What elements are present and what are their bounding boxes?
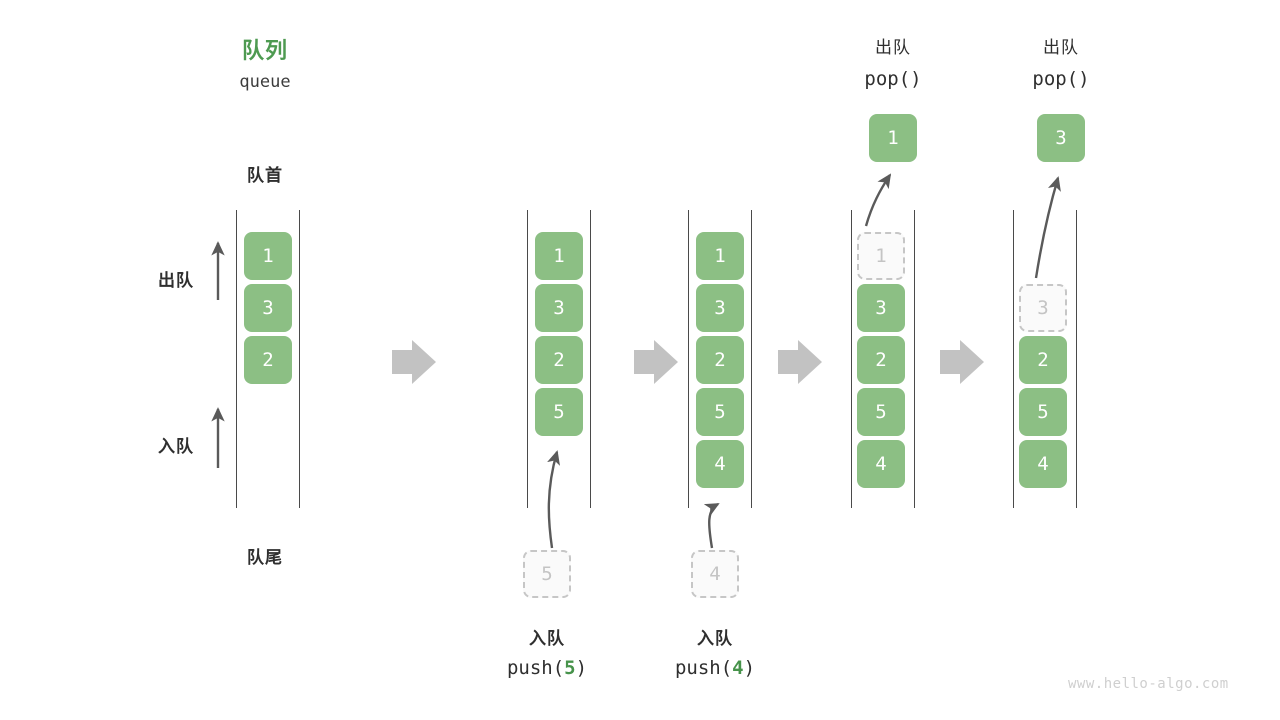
caption-dequeue-cn-1: 出队 — [875, 38, 911, 58]
queue-rail-left-4 — [851, 210, 853, 508]
queue-rail-left-5 — [1013, 210, 1015, 508]
queue-node: 5 — [857, 388, 905, 436]
caption-enqueue-cn-1: 入队 — [529, 629, 565, 649]
caption-enqueue-code-1: push(5) — [487, 657, 607, 679]
code-suffix: ) — [743, 657, 756, 679]
queue-node: 5 — [1019, 388, 1067, 436]
watermark: www.hello-algo.com — [1068, 676, 1229, 692]
queue-rail-left-2 — [527, 210, 529, 508]
code-arg: 5 — [564, 657, 576, 679]
caption-dequeue-code-2: pop() — [1032, 68, 1090, 90]
pop-arrow-icon — [1034, 176, 1061, 279]
label-queue-rear: 队尾 — [247, 548, 283, 568]
label-dequeue-direction: 出队 — [158, 271, 194, 291]
caption-dequeue-cn-2: 出队 — [1043, 38, 1079, 58]
push-arrow-icon — [703, 502, 720, 549]
queue-rail-right-4 — [914, 210, 916, 508]
queue-node-new: 4 — [696, 440, 744, 488]
step-transition-arrow-icon — [392, 340, 436, 384]
queue-node: 3 — [857, 284, 905, 332]
queue-node-removed: 3 — [1019, 284, 1067, 332]
queue-node-removed: 1 — [857, 232, 905, 280]
queue-node: 2 — [244, 336, 292, 384]
step-transition-arrow-icon — [778, 340, 822, 384]
code-prefix: push( — [506, 657, 565, 679]
queue-node: 1 — [244, 232, 292, 280]
queue-node: 2 — [696, 336, 744, 384]
label-queue-front: 队首 — [247, 166, 283, 186]
queue-rail-right-3 — [751, 210, 753, 508]
diagram-title-cn: 队列 — [241, 39, 288, 64]
caption-enqueue-cn-2: 入队 — [697, 629, 733, 649]
queue-rail-right-5 — [1076, 210, 1078, 508]
push-arrow-icon — [547, 450, 560, 549]
queue-rail-left-3 — [688, 210, 690, 508]
queue-node: 3 — [696, 284, 744, 332]
queue-rail-right-1 — [299, 210, 301, 508]
incoming-value-ghost: 5 — [523, 550, 571, 598]
queue-node: 1 — [696, 232, 744, 280]
queue-node: 4 — [1019, 440, 1067, 488]
popped-value-node: 3 — [1037, 114, 1085, 162]
caption-dequeue-code-1: pop() — [864, 68, 922, 90]
step-transition-arrow-icon — [940, 340, 984, 384]
queue-node: 3 — [244, 284, 292, 332]
queue-node: 1 — [535, 232, 583, 280]
queue-node: 2 — [535, 336, 583, 384]
pop-arrow-icon — [864, 173, 892, 227]
queue-node: 4 — [857, 440, 905, 488]
queue-node: 2 — [1019, 336, 1067, 384]
queue-rail-right-2 — [590, 210, 592, 508]
code-prefix: push( — [674, 657, 733, 679]
code-arg: 4 — [732, 657, 744, 679]
queue-node-new: 5 — [535, 388, 583, 436]
incoming-value-ghost: 4 — [691, 550, 739, 598]
code-suffix: ) — [575, 657, 588, 679]
caption-enqueue-code-2: push(4) — [655, 657, 775, 679]
queue-node: 3 — [535, 284, 583, 332]
popped-value-node: 1 — [869, 114, 917, 162]
step-transition-arrow-icon — [634, 340, 678, 384]
diagram-title-en: queue — [239, 72, 291, 92]
queue-node: 2 — [857, 336, 905, 384]
label-enqueue-direction: 入队 — [158, 437, 194, 457]
queue-rail-left-1 — [236, 210, 238, 508]
queue-node: 5 — [696, 388, 744, 436]
